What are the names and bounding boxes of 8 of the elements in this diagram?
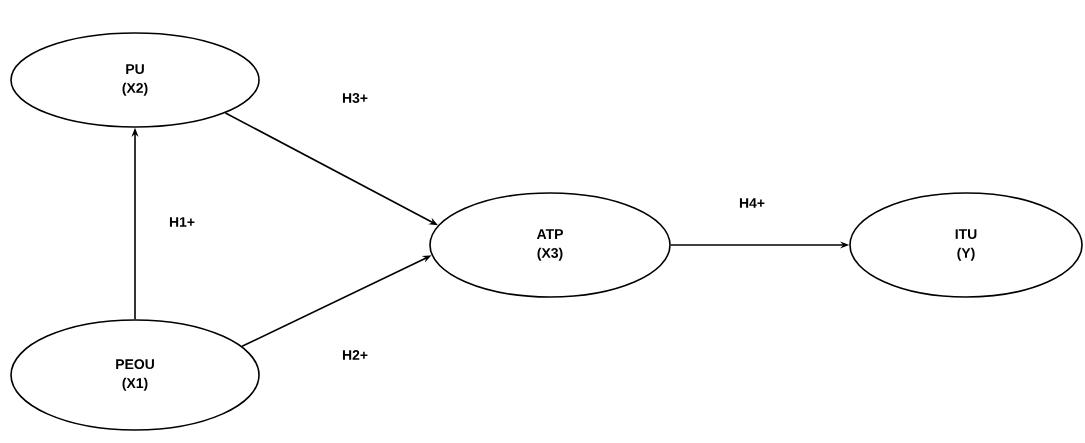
edge-label: H4+ [739, 198, 765, 208]
edge-label: H2+ [342, 350, 368, 360]
edge-label: H1+ [169, 217, 195, 227]
oval-node: PEOU (X1) [10, 319, 260, 431]
oval-node: PU (X2) [10, 32, 260, 128]
oval-node: ATP (X3) [429, 192, 671, 298]
edge-label: H3+ [342, 93, 368, 103]
oval-node: ITU (Y) [849, 192, 1083, 298]
